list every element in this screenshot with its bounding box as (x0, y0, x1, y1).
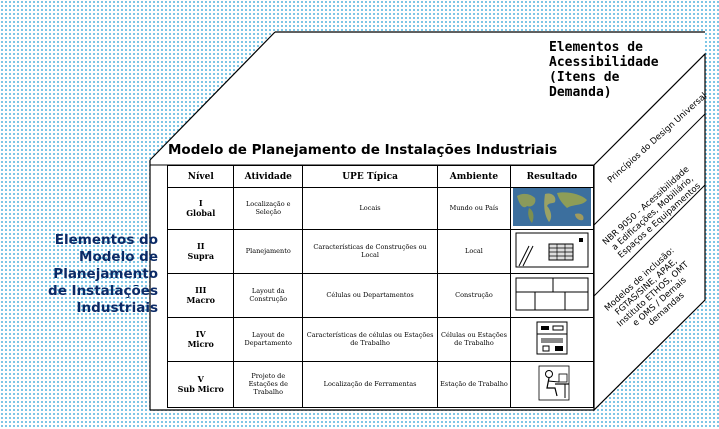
cube-edge-left (149, 31, 276, 161)
model-elements-label: Elementos do Modelo de Planejamento de I… (8, 232, 158, 317)
acc-title-line: Demanda) (549, 85, 612, 100)
header-nivel: Nível (166, 165, 235, 188)
header-upe: UPE Típica (302, 165, 439, 188)
activity-cell: Layout da Construção (233, 272, 304, 318)
environment-cell: Construção (437, 272, 511, 318)
activity-cell: Localização e Seleção (233, 187, 304, 230)
level-number: IV (195, 329, 206, 340)
left-label-line: Elementos do (54, 232, 158, 248)
result-cell (509, 187, 595, 230)
left-label-line: Industriais (76, 300, 158, 316)
left-label-line: de Instalações (48, 283, 158, 299)
upe-cell: Células ou Departamentos (302, 272, 439, 318)
acc-title-line: Acessibilidade (549, 55, 659, 70)
header-ambiente: Ambiente (437, 165, 511, 188)
activity-cell: Projeto de Estações de Trabalho (233, 360, 304, 409)
header-atividade: Atividade (233, 165, 304, 188)
level-name: Micro (187, 339, 214, 350)
result-cell (509, 360, 595, 409)
upe-cell: Características de Construções ou Local (302, 228, 439, 274)
activity-cell: Layout de Departamento (233, 316, 304, 362)
level-number: V (197, 374, 204, 385)
upe-cell: Locais (302, 187, 439, 230)
level-name: Supra (187, 251, 215, 262)
building-site-icon (515, 232, 589, 268)
acc-title-line: Elementos de (549, 40, 643, 55)
level-name: Global (186, 208, 216, 219)
floor-plan-icon (515, 277, 589, 311)
activity-cell: Planejamento (233, 228, 304, 274)
left-label-line: Planejamento (53, 266, 158, 282)
accessibility-title: Elementos de Acessibilidade (Itens de De… (549, 40, 669, 100)
planning-model-table: Nível Atividade UPE Típica Ambiente Resu… (166, 165, 595, 409)
world-map-icon (512, 188, 591, 227)
model-title: Modelo de Planejamento de Instalações In… (168, 142, 558, 158)
side-divider-2 (593, 184, 706, 297)
cube-side-face (593, 52, 706, 412)
left-label-line: Modelo de (79, 249, 158, 265)
environment-cell: Células ou Estações de Trabalho (437, 316, 511, 362)
workstation-layout-icon (536, 321, 568, 355)
level-number: II (197, 241, 205, 252)
header-resultado: Resultado (509, 165, 595, 188)
table-header-row: Nível Atividade UPE Típica Ambiente Resu… (166, 165, 595, 188)
environment-cell: Estação de Trabalho (437, 360, 511, 409)
environment-cell: Mundo ou País (437, 187, 511, 230)
result-cell (509, 316, 595, 362)
side-divider-1 (593, 113, 706, 226)
level-name: Sub Micro (177, 384, 224, 395)
result-cell (509, 272, 595, 318)
environment-cell: Local (437, 228, 511, 274)
upe-cell: Características de células ou Estações d… (302, 316, 439, 362)
level-name: Macro (186, 295, 215, 306)
upe-cell: Localização de Ferramentas (302, 360, 439, 409)
level-number: III (195, 285, 207, 296)
acc-title-line: (Itens de (549, 70, 620, 85)
level-number: I (198, 198, 203, 209)
result-cell (509, 228, 595, 274)
worker-at-desk-icon (538, 366, 570, 401)
